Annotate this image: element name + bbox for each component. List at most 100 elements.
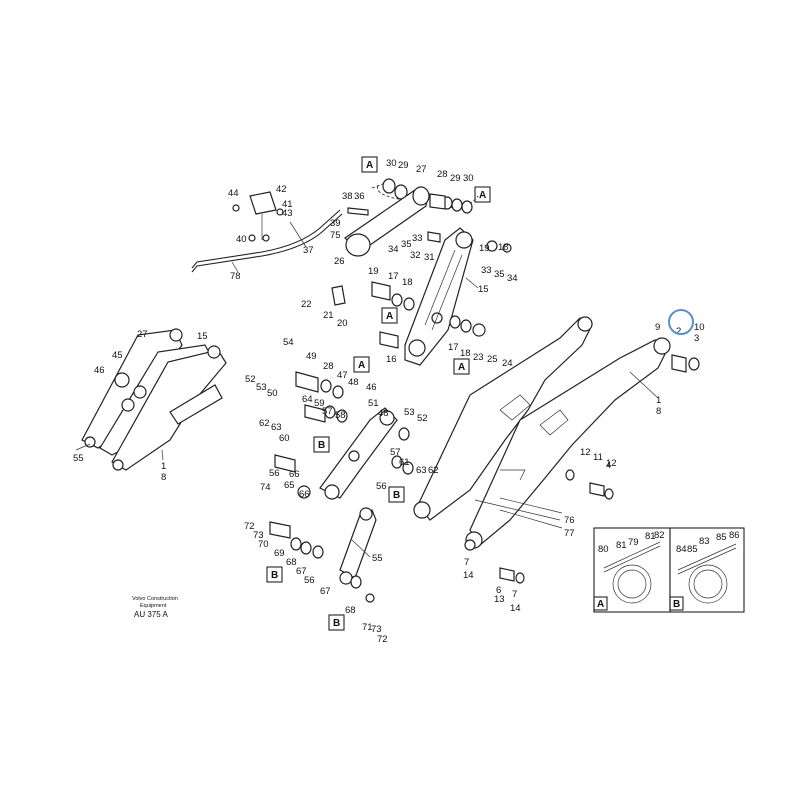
upper-linkage bbox=[331, 178, 512, 366]
svg-text:48: 48 bbox=[348, 377, 359, 388]
svg-text:4: 4 bbox=[606, 460, 611, 471]
cable-assembly bbox=[191, 191, 343, 273]
svg-text:55: 55 bbox=[372, 553, 383, 564]
detail-box-b: 84 85 83 85 86 bbox=[669, 527, 745, 613]
leader-lines bbox=[75, 221, 659, 558]
svg-text:38: 38 bbox=[342, 191, 353, 202]
svg-text:18: 18 bbox=[460, 348, 471, 359]
svg-text:83: 83 bbox=[699, 536, 710, 547]
detail-box-a: 80 81 79 81 82 bbox=[593, 527, 671, 613]
svg-text:12: 12 bbox=[606, 458, 617, 469]
svg-text:53: 53 bbox=[256, 382, 267, 393]
svg-text:67: 67 bbox=[320, 586, 331, 597]
svg-text:60: 60 bbox=[279, 433, 290, 444]
svg-text:48: 48 bbox=[378, 408, 389, 419]
svg-text:72: 72 bbox=[244, 521, 255, 532]
highlight-circle[interactable] bbox=[668, 309, 694, 335]
svg-text:43: 43 bbox=[282, 208, 293, 219]
svg-text:15: 15 bbox=[197, 331, 208, 342]
diagram-code: AU 375 A bbox=[134, 610, 168, 619]
svg-text:52: 52 bbox=[245, 374, 256, 385]
caption-line2: Equipment bbox=[140, 603, 167, 609]
main-boom bbox=[413, 316, 700, 584]
svg-text:20: 20 bbox=[337, 318, 348, 329]
svg-text:29: 29 bbox=[450, 173, 461, 184]
svg-text:35: 35 bbox=[494, 269, 505, 280]
svg-text:45: 45 bbox=[112, 350, 123, 361]
svg-text:26: 26 bbox=[334, 256, 345, 267]
svg-text:39: 39 bbox=[330, 218, 341, 229]
svg-text:28: 28 bbox=[437, 169, 448, 180]
svg-text:33: 33 bbox=[481, 265, 492, 276]
ref-box-b: B bbox=[318, 440, 325, 451]
ref-box-b: B bbox=[393, 490, 400, 501]
svg-text:10: 10 bbox=[694, 322, 705, 333]
svg-text:85: 85 bbox=[687, 544, 698, 555]
ref-box-b: B bbox=[271, 570, 278, 581]
ref-box-a: A bbox=[358, 360, 365, 371]
svg-text:70: 70 bbox=[258, 539, 269, 550]
svg-text:32: 32 bbox=[410, 250, 421, 261]
svg-text:25: 25 bbox=[487, 354, 498, 365]
overview-assembly bbox=[81, 328, 227, 471]
svg-text:85: 85 bbox=[716, 532, 727, 543]
svg-text:73: 73 bbox=[371, 624, 382, 635]
svg-text:46: 46 bbox=[94, 365, 105, 376]
svg-text:69: 69 bbox=[274, 548, 285, 559]
svg-text:41: 41 bbox=[282, 199, 293, 210]
svg-text:73: 73 bbox=[253, 530, 264, 541]
svg-text:49: 49 bbox=[306, 351, 317, 362]
svg-text:56: 56 bbox=[376, 481, 387, 492]
ref-box-a: A bbox=[386, 311, 393, 322]
svg-text:84: 84 bbox=[676, 544, 687, 555]
svg-text:44: 44 bbox=[228, 188, 239, 199]
middle-linkage bbox=[269, 371, 414, 603]
svg-text:36: 36 bbox=[354, 191, 365, 202]
svg-text:7: 7 bbox=[464, 557, 469, 568]
svg-text:12: 12 bbox=[580, 447, 591, 458]
svg-text:3: 3 bbox=[694, 333, 699, 344]
svg-text:17: 17 bbox=[388, 271, 399, 282]
svg-text:50: 50 bbox=[267, 388, 278, 399]
svg-text:79: 79 bbox=[628, 537, 639, 548]
svg-text:9: 9 bbox=[655, 322, 660, 333]
svg-text:14: 14 bbox=[510, 603, 521, 614]
svg-text:1: 1 bbox=[161, 461, 166, 472]
svg-text:33: 33 bbox=[412, 233, 423, 244]
svg-text:66: 66 bbox=[289, 469, 300, 480]
svg-text:77: 77 bbox=[564, 528, 575, 539]
svg-text:35: 35 bbox=[401, 239, 412, 250]
ref-box-a: A bbox=[458, 362, 465, 373]
svg-text:64: 64 bbox=[302, 394, 313, 405]
svg-text:18: 18 bbox=[402, 277, 413, 288]
detail-b-letter: B bbox=[673, 599, 680, 610]
svg-text:56: 56 bbox=[269, 468, 280, 479]
ref-box-a: A bbox=[479, 190, 486, 201]
svg-text:16: 16 bbox=[386, 354, 397, 365]
svg-text:86: 86 bbox=[729, 530, 740, 541]
svg-text:11: 11 bbox=[593, 452, 603, 463]
svg-text:62: 62 bbox=[259, 418, 270, 429]
svg-text:47: 47 bbox=[337, 370, 348, 381]
svg-text:21: 21 bbox=[323, 310, 334, 321]
svg-text:52: 52 bbox=[417, 413, 428, 424]
svg-text:57: 57 bbox=[322, 406, 333, 417]
svg-text:18: 18 bbox=[498, 242, 509, 253]
svg-text:19: 19 bbox=[368, 266, 379, 277]
svg-text:24: 24 bbox=[502, 358, 513, 369]
svg-text:28: 28 bbox=[323, 361, 334, 372]
svg-text:34: 34 bbox=[507, 273, 518, 284]
svg-text:66: 66 bbox=[299, 489, 310, 500]
svg-text:82: 82 bbox=[654, 530, 665, 541]
svg-text:55: 55 bbox=[73, 453, 84, 464]
reference-letter-boxes: A A A A A B B B B A B bbox=[266, 156, 684, 631]
svg-text:80: 80 bbox=[598, 544, 609, 555]
svg-text:57: 57 bbox=[390, 447, 401, 458]
svg-text:6: 6 bbox=[496, 585, 501, 596]
svg-text:68: 68 bbox=[345, 605, 356, 616]
svg-text:27: 27 bbox=[416, 164, 427, 175]
svg-text:59: 59 bbox=[314, 398, 325, 409]
svg-text:8: 8 bbox=[656, 406, 661, 417]
svg-text:61: 61 bbox=[399, 457, 410, 468]
